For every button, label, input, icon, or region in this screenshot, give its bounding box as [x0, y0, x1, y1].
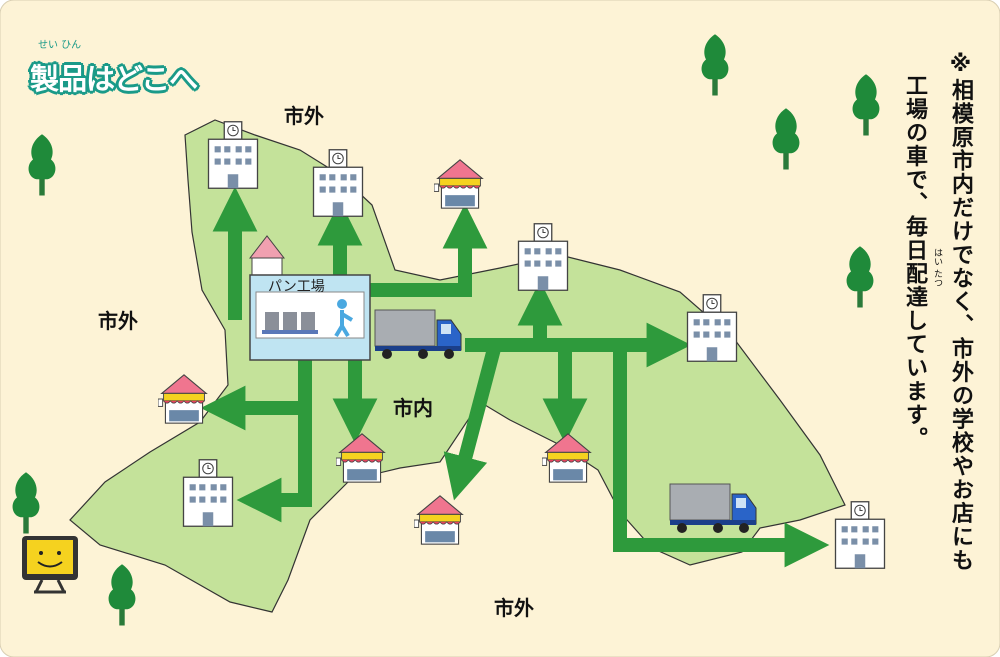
note-line-1: ※相模原市内だけでなく、市外の学校やお店にも — [948, 52, 973, 572]
arrow-to-shop-n — [370, 203, 488, 297]
title-ruby: せい ひん — [38, 40, 82, 51]
factory-label: パン工場 — [268, 279, 325, 295]
factory — [248, 235, 371, 361]
label-outside-west: 市外 — [98, 309, 138, 333]
monitor-mascot-icon — [22, 536, 78, 594]
arrow-to-shop-sw — [443, 343, 502, 501]
arrow-to-school-se — [613, 345, 830, 568]
page-title: 製品はどこへ — [30, 62, 198, 96]
label-inside-city: 市内 — [393, 396, 433, 420]
delivery-arrows — [200, 186, 830, 568]
note-line-2: 工場の車で、毎日配達しています。 — [902, 74, 927, 450]
label-outside-north: 市外 — [284, 104, 324, 128]
label-outside-south: 市外 — [494, 596, 534, 620]
note-ruby: はい たつ — [932, 248, 942, 287]
